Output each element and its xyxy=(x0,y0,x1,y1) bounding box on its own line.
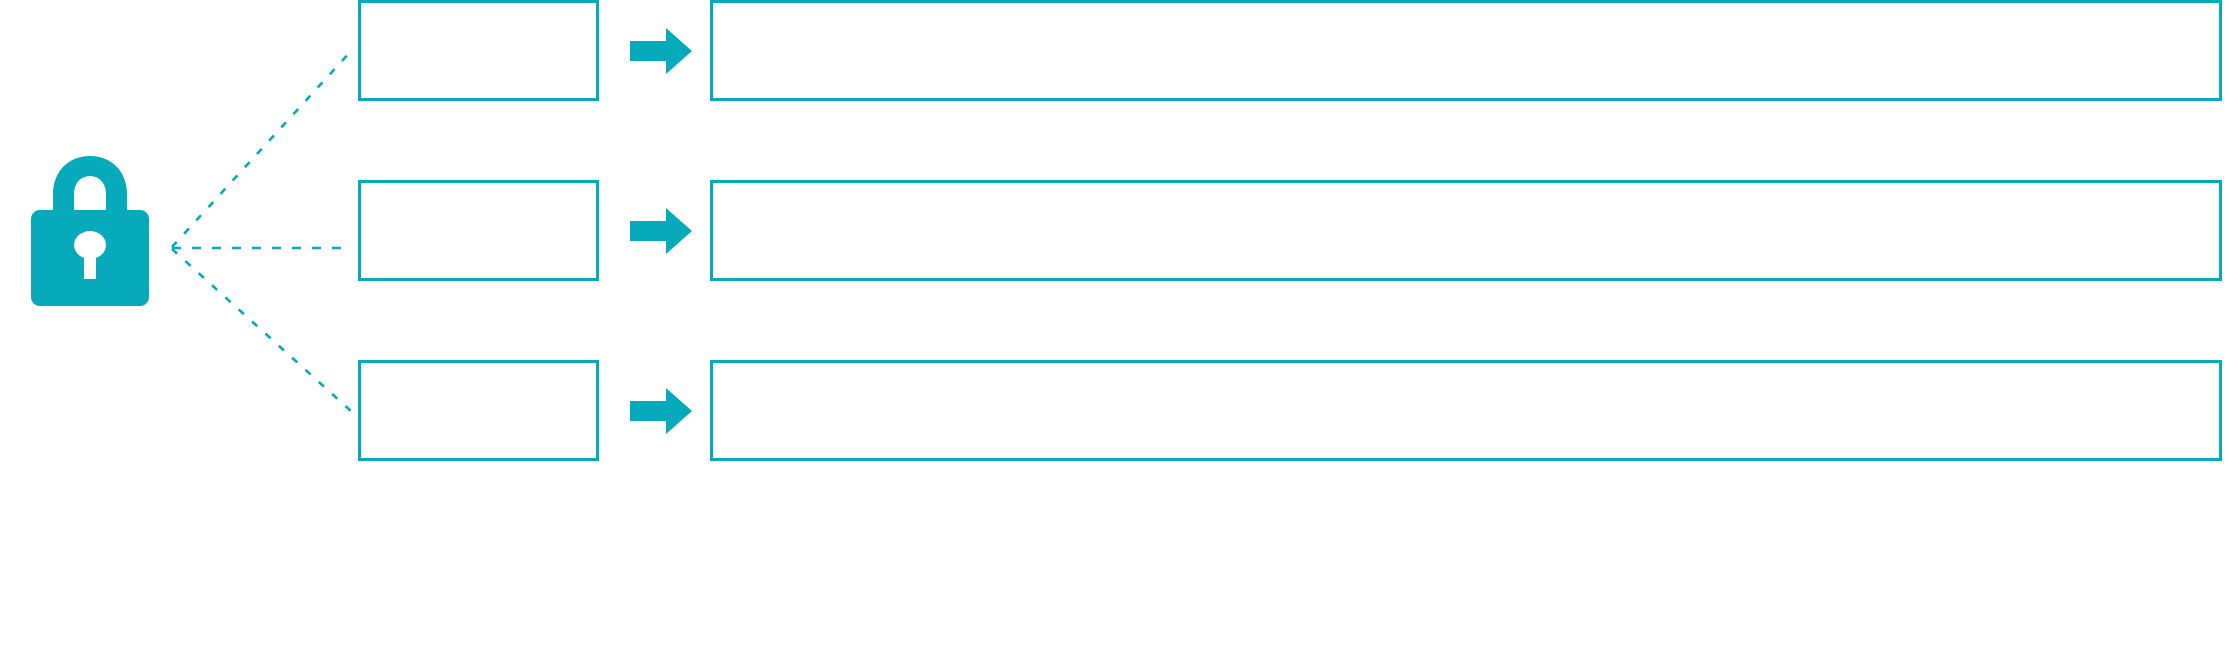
row-2-arrow-right-icon xyxy=(630,208,692,254)
lock-icon xyxy=(28,152,152,310)
connector-line-row-3 xyxy=(171,248,353,413)
row-3-result-box[interactable] xyxy=(710,360,2222,461)
row-1-condition-label xyxy=(361,3,596,23)
row-1-arrow-right-icon xyxy=(630,28,692,74)
row-2-condition-label xyxy=(361,183,596,203)
row-1-result-box[interactable] xyxy=(710,0,2222,101)
row-3-condition-box[interactable] xyxy=(358,360,599,461)
connector-line-row-1 xyxy=(171,49,353,248)
row-2-condition-box[interactable] xyxy=(358,180,599,281)
row-2-result-box[interactable] xyxy=(710,180,2222,281)
row-1-result-label xyxy=(713,3,2219,23)
row-1-condition-box[interactable] xyxy=(358,0,599,101)
row-2-result-label xyxy=(713,183,2219,203)
row-3-arrow-right-icon xyxy=(630,388,692,434)
row-3-result-label xyxy=(713,363,2219,383)
row-3-condition-label xyxy=(361,363,596,383)
